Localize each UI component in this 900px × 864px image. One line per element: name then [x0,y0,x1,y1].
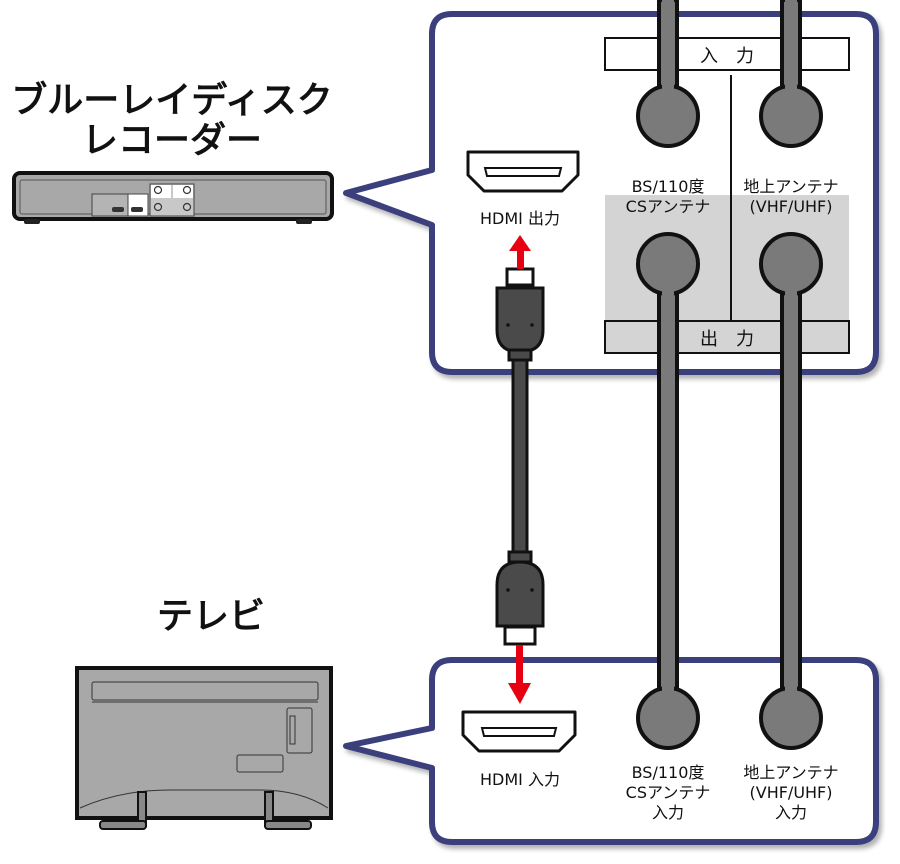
input-bar [604,37,850,71]
recorder-hdmi-label: HDMI 出力 [480,209,560,228]
recorder-device-icon [12,171,334,224]
tv-bs-label-line2: CSアンテナ [626,783,711,802]
recorder-title-line1: ブルーレイディスク [11,79,332,121]
bs-antenna-input-cable [636,0,700,148]
input-bar-label: 入 力 [700,46,754,67]
hdmi-input-arrow-icon [508,645,531,704]
hdmi-output-arrow-icon [509,235,531,269]
terrestrial-antenna-link-cable [759,232,823,750]
tv-terrestrial-label-line3: 入力 [775,803,807,822]
tv-bs-label-line3: 入力 [652,803,684,822]
recorder-terrestrial-label-line2: (VHF/UHF) [750,197,833,216]
tv-terrestrial-label-line1: 地上アンテナ [743,763,838,782]
terrestrial-antenna-input-cable [759,0,823,148]
tv-connection-panel [343,657,879,845]
tv-terrestrial-label-line2: (VHF/UHF) [750,783,833,802]
recorder-bs-label-line1: BS/110度 [632,177,705,196]
recorder-title-line2: レコーダー [82,120,262,161]
recorder-hdmi-port-icon [466,150,580,193]
tv-title: テレビ [157,596,265,637]
tv-hdmi-label: HDMI 入力 [480,770,560,789]
recorder-bs-label-line2: CSアンテナ [626,197,711,216]
tv-hdmi-port-icon [461,710,577,753]
hdmi-cable [495,267,545,646]
output-bar-label: 出 力 [700,329,754,350]
recorder-terrestrial-label-line1: 地上アンテナ [743,177,838,196]
bs-antenna-link-cable [636,232,700,750]
output-bar [604,320,850,354]
tv-device-icon [75,666,333,830]
tv-bs-label-line1: BS/110度 [632,763,705,782]
